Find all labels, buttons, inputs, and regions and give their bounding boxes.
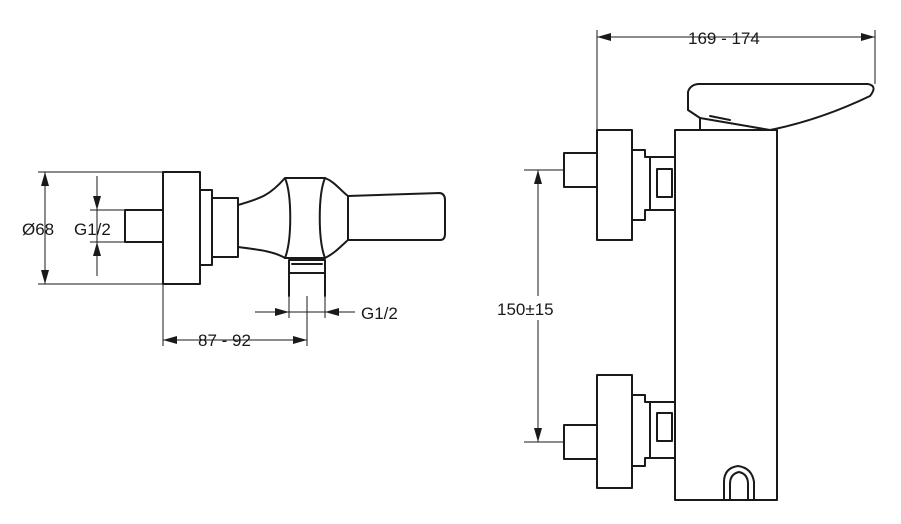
lower-inlet [563,424,598,460]
diameter-label: Ø68 [22,220,54,239]
wall-flange [162,171,201,285]
side-view: Ø68 G1/2 G1/2 87 - 92 [22,171,446,350]
spacing-label: 150±15 [497,300,554,319]
lower-flange [596,374,633,489]
outlet-nut [288,259,326,274]
upper-nut [656,168,673,198]
width-label: 169 - 174 [688,29,760,48]
eccentric-collar [211,197,239,258]
body-contour-right [318,177,326,259]
mixer-body-side [237,177,446,259]
upper-flange [596,129,633,241]
thread-inlet-label: G1/2 [74,220,111,239]
thread-outlet-label: G1/2 [361,304,398,323]
projection-label: 87 - 92 [198,331,251,350]
hose-outlet [723,465,755,501]
upper-inlet [563,152,598,188]
lever-handle [687,83,875,131]
eccentric-neck [199,189,213,266]
mixer-body-front [674,129,778,501]
lower-nut [656,412,673,442]
front-view: 169 - 174 150±15 [495,29,876,501]
lower-eccentric [631,394,651,467]
inlet-connector [124,209,164,243]
upper-eccentric [631,149,651,221]
body-contour-left [284,177,292,259]
